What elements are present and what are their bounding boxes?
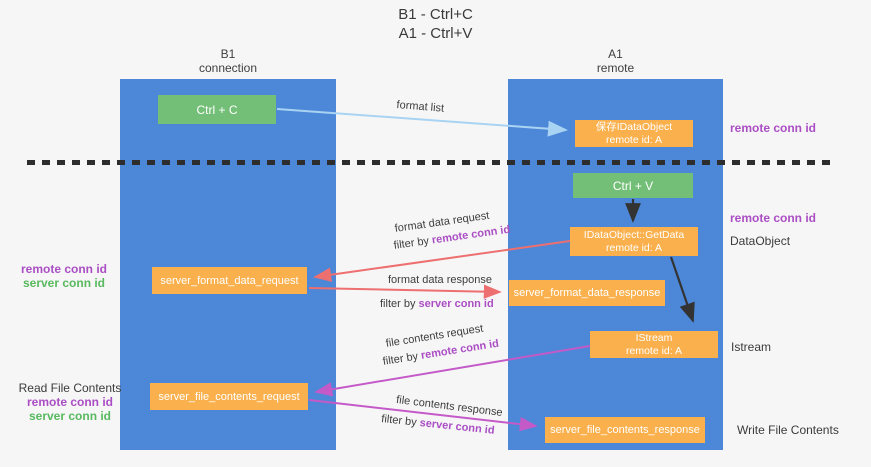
remote-conn-id-label-mid: remote conn id xyxy=(730,211,817,225)
filter-by-text: filter by xyxy=(380,298,419,310)
lane-header-a1: A1 remote xyxy=(508,47,723,75)
title-line-2: A1 - Ctrl+V xyxy=(398,25,473,42)
istream-box: IStream remote id: A xyxy=(590,331,718,358)
left-format-conn-id-group: remote conn id server conn id xyxy=(8,262,120,290)
server-file-contents-request-label: server_file_contents_request xyxy=(158,390,300,403)
format-data-response-arrow xyxy=(308,284,502,299)
ctrl-v-label: Ctrl + V xyxy=(612,178,654,193)
lane-header-b1: B1 connection xyxy=(120,47,336,75)
remote-conn-id-label-left1: remote conn id xyxy=(20,262,107,276)
server-format-data-response-box: server_format_data_response xyxy=(509,280,665,306)
filter-by-server-conn-id-label-2: filter by server conn id xyxy=(381,413,495,437)
filter-by-text: filter by xyxy=(380,413,421,429)
lane-a1-subtitle: remote xyxy=(596,61,635,75)
filter-by-server-conn-id-label-1: filter by server conn id xyxy=(380,298,494,310)
title-line-1: B1 - Ctrl+C xyxy=(398,6,473,23)
getdata-line2: remote id: A xyxy=(605,241,663,254)
server-conn-id-label-left2: server conn id xyxy=(28,409,112,423)
getdata-line1: IDataObject::GetData xyxy=(583,229,685,241)
server-format-data-response-label: server_format_data_response xyxy=(513,287,661,299)
lane-b1-title: B1 xyxy=(220,47,236,61)
istream-line2: remote id: A xyxy=(625,344,683,357)
remote-conn-id-label-top: remote conn id xyxy=(730,121,817,135)
idataobject-getdata-box: IDataObject::GetData remote id: A xyxy=(570,227,698,256)
server-conn-id-filter-text: server conn id xyxy=(418,298,494,310)
server-file-contents-response-label: server_file_contents_response xyxy=(550,424,700,436)
server-file-contents-response-box: server_file_contents_response xyxy=(545,417,705,443)
save-idataobject-line1: 保存IDataObject xyxy=(595,121,673,133)
read-file-contents-label: Read File Contents xyxy=(18,381,122,395)
ctrl-v-box: Ctrl + V xyxy=(573,173,693,198)
diagram-title: B1 - Ctrl+C A1 - Ctrl+V xyxy=(0,5,871,43)
format-list-label: format list xyxy=(396,99,445,115)
dashed-separator-line xyxy=(27,160,832,165)
server-conn-id-filter-text: server conn id xyxy=(419,417,496,437)
server-format-data-request-box: server_format_data_request xyxy=(152,267,307,294)
ctrl-c-label: Ctrl + C xyxy=(196,102,238,117)
ctrl-c-box: Ctrl + C xyxy=(158,95,276,124)
server-format-data-request-label: server_format_data_request xyxy=(160,274,299,287)
lane-b1-subtitle: connection xyxy=(198,61,258,75)
left-file-conn-id-group: Read File Contents remote conn id server… xyxy=(12,381,128,423)
filter-by-text: filter by xyxy=(393,234,433,252)
save-idataobject-line2: remote id: A xyxy=(605,133,663,146)
save-idataobject-box: 保存IDataObject remote id: A xyxy=(575,120,693,147)
write-file-contents-label: Write File Contents xyxy=(737,423,839,437)
istream-side-label: Istream xyxy=(731,340,772,354)
filter-by-text: filter by xyxy=(382,349,422,368)
lane-a1-title: A1 xyxy=(608,47,623,61)
format-data-response-label: format data response xyxy=(388,274,492,286)
remote-conn-id-label-left2: remote conn id xyxy=(26,395,113,409)
server-file-contents-request-box: server_file_contents_request xyxy=(150,383,308,410)
server-conn-id-label-left1: server conn id xyxy=(22,276,106,290)
dataobject-label: DataObject xyxy=(730,234,791,248)
istream-line1: IStream xyxy=(635,332,673,344)
